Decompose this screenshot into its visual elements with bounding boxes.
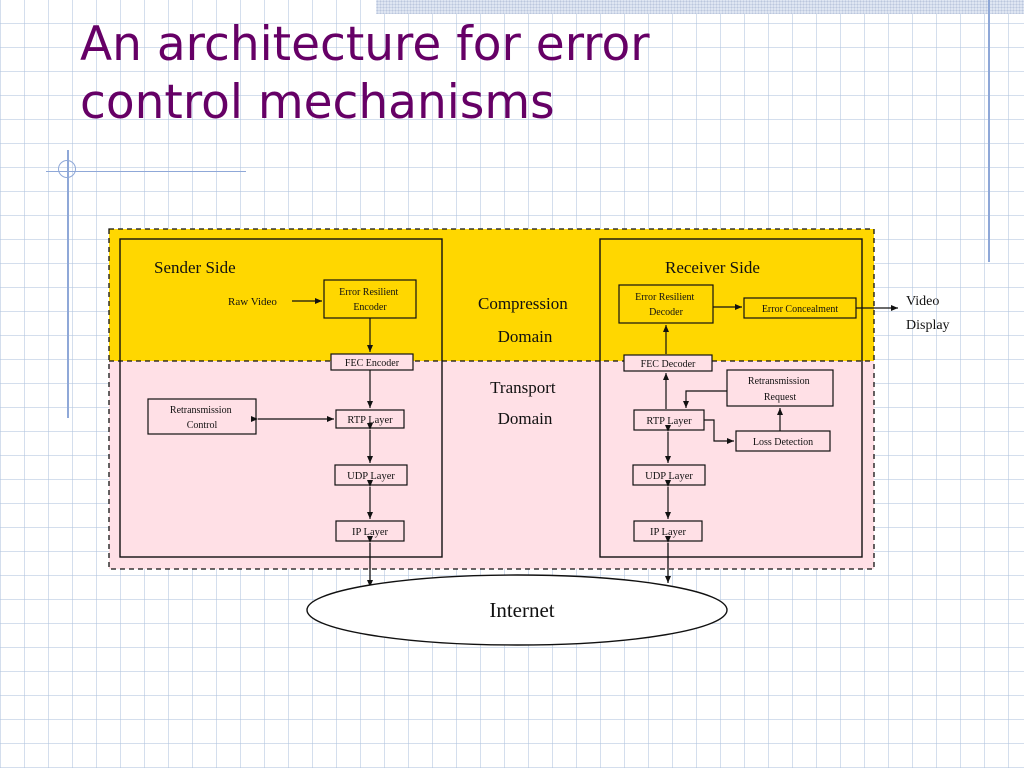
retransmission-control-label: Retransmission Control — [170, 405, 234, 431]
video-display-line-2: Display — [906, 318, 950, 333]
encoder-label-line-2: Encoder — [353, 302, 387, 313]
domains-dashed-border — [108, 228, 875, 570]
fec-decoder-box — [623, 354, 713, 372]
decorative-left-line — [67, 150, 69, 418]
sender-side-label: Sender Side — [154, 258, 236, 277]
video-display-label: Video Display — [906, 294, 950, 333]
transport-domain-label: Transport Domain — [490, 378, 560, 428]
compression-domain-label-line-1: Compression — [478, 294, 568, 313]
retransmission-request-line-2: Request — [764, 392, 796, 403]
sender-rtp-layer-label: RTP Layer — [347, 415, 393, 426]
transport-domain-label-line-1: Transport — [490, 378, 556, 397]
fec-decoder-label: FEC Decoder — [641, 359, 696, 370]
retransmission-request-line-1: Retransmission — [748, 376, 810, 387]
decorative-right-line — [988, 0, 990, 262]
decorative-top-band — [376, 0, 1024, 14]
retransmission-control-line-2: Control — [187, 420, 218, 431]
compression-domain-label-line-2: Domain — [498, 327, 553, 346]
request-to-rtp-arrow — [683, 390, 727, 408]
receiver-ip-layer-label: IP Layer — [650, 527, 687, 538]
sender-side-frame — [119, 238, 443, 558]
receiver-udp-layer-label: UDP Layer — [645, 471, 693, 482]
rtp-to-loss-detection-arrow — [704, 419, 734, 444]
raw-video-label: Raw Video — [228, 296, 277, 308]
retransmission-control-line-1: Retransmission — [170, 405, 232, 416]
loss-detection-label: Loss Detection — [753, 437, 813, 448]
slide-title-line-2: control mechanisms — [80, 75, 555, 130]
compression-domain-label: Compression Domain — [478, 294, 572, 346]
decoder-label-line-1: Error Resilient — [635, 292, 694, 303]
slide-title-line-1: An architecture for error — [80, 17, 650, 72]
error-resilient-decoder-box — [618, 284, 714, 324]
sender-udp-layer-label: UDP Layer — [347, 471, 395, 482]
retransmission-request-box — [726, 369, 834, 407]
encoder-label-line-1: Error Resilient — [339, 287, 398, 298]
error-resilient-encoder-label: Error Resilient Encoder — [339, 287, 401, 313]
receiver-rtp-layer-label: RTP Layer — [646, 416, 692, 427]
compression-domain-region — [109, 229, 874, 361]
error-concealment-label: Error Concealment — [762, 304, 839, 315]
receiver-side-frame — [599, 238, 863, 558]
receiver-side-label: Receiver Side — [665, 258, 760, 277]
retransmission-control-box — [147, 398, 257, 435]
slide-title: An architecture for error control mechan… — [80, 16, 650, 132]
video-display-line-1: Video — [906, 294, 939, 309]
decorative-title-underline — [46, 171, 246, 172]
error-control-architecture-diagram: Sender Side Receiver Side Compression Do… — [108, 228, 950, 646]
transport-domain-label-line-2: Domain — [498, 409, 553, 428]
sender-ip-layer-label: IP Layer — [352, 527, 389, 538]
loss-detection-box — [735, 430, 831, 452]
fec-encoder-box — [330, 353, 414, 371]
error-resilient-decoder-label: Error Resilient Decoder — [635, 292, 697, 318]
internet-label: Internet — [489, 598, 554, 622]
decoder-label-line-2: Decoder — [649, 307, 684, 318]
fec-encoder-label: FEC Encoder — [345, 358, 400, 369]
internet-ellipse — [306, 574, 728, 646]
retransmission-request-label: Retransmission Request — [748, 376, 812, 403]
decorative-circle-mark — [58, 160, 76, 178]
